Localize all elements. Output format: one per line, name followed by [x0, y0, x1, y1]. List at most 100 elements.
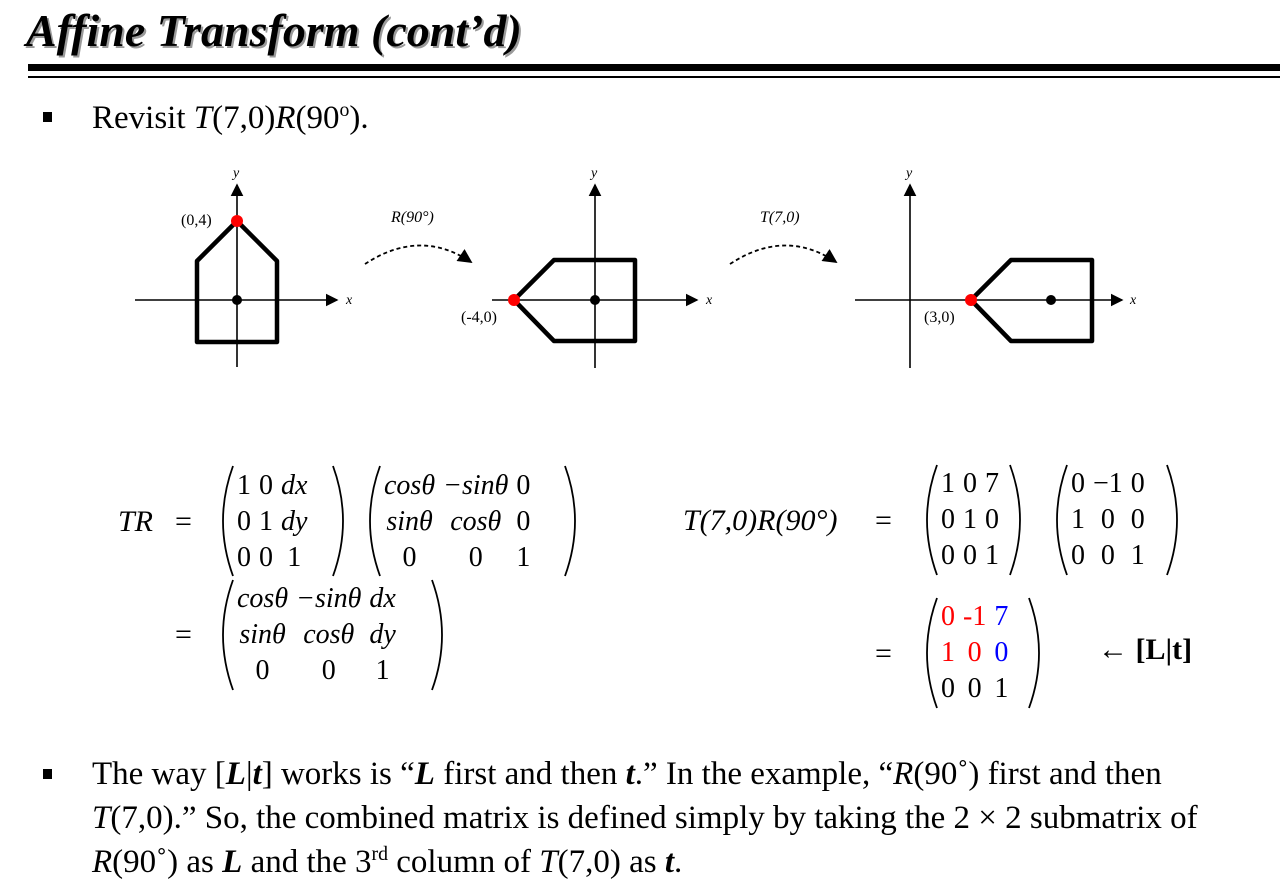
title-rule-thick [28, 64, 1280, 71]
slide-title: Affine Transform (cont’d) [26, 5, 522, 56]
matrix-cell: 0 [1071, 468, 1085, 499]
matrix-cell: 0 [1130, 504, 1145, 535]
house-shape [194, 218, 280, 345]
matrix-cell: 1 [994, 673, 1009, 704]
matrix-cell: dy [281, 506, 308, 537]
equation-lhs: T(7,0)R(90°) [683, 504, 838, 537]
highlight-point [231, 215, 243, 227]
bullet-text-segment: ˚ [156, 844, 168, 880]
equals-sign: = [175, 505, 192, 538]
matrix-cell: 0 [259, 542, 273, 573]
matrix-cell-linear: 0 [967, 637, 982, 668]
bullet-explanation: The way [L|t] works is “L first and then… [92, 752, 1262, 884]
bullet-text-segment: ) first and then [968, 756, 1162, 792]
matrix-cell-linear: -1 [963, 601, 987, 632]
matrix-cell: 0 [402, 542, 417, 573]
axis-label-y: y [231, 166, 240, 181]
center-dot [590, 295, 600, 305]
matrix-cell: 0 [941, 540, 955, 571]
transform-arrow-translate [729, 244, 838, 265]
matrix-parentheses [222, 464, 1178, 709]
bullet-text-segment: The way [ [92, 756, 226, 792]
axis-label-x: x [1129, 293, 1137, 308]
matrix-cell-translation: 7 [994, 601, 1009, 632]
matrix-cell: 1 [287, 542, 302, 573]
matrix-cell: 1 [985, 540, 999, 571]
bullet-text-segment: . [674, 844, 683, 880]
matrix-cell: sinθ [386, 506, 433, 537]
center-dot [1046, 295, 1056, 305]
bullet-text-segment: and the 3 [242, 844, 372, 880]
matrix-cell: 1 [237, 470, 251, 501]
bullet-text-segment: L [414, 756, 435, 792]
matrix-cell: dx [369, 583, 396, 614]
point-label: (3,0) [924, 309, 955, 326]
equation-lhs: TR [118, 505, 154, 538]
axis-label-x: x [705, 293, 713, 308]
matrix-cell: 0 [255, 655, 270, 686]
matrix-cell: 0 [967, 673, 982, 704]
matrix-cell: 7 [985, 468, 999, 499]
axis-label-y: y [589, 166, 598, 181]
matrix-cell: cosθ [450, 506, 502, 537]
house-shape [968, 257, 1095, 344]
matrix-cell: 0 [941, 673, 955, 704]
matrix-cell: sinθ [239, 619, 286, 650]
bullet-text-segment: L [222, 844, 243, 880]
bullet-text-segment: (7,0) [212, 100, 276, 136]
bullet-text-segment: (7,0).” So, the combined matrix is defin… [110, 800, 1198, 836]
equals-sign: = [175, 618, 192, 651]
matrix-cell: cosθ [384, 470, 436, 501]
bullet-text-segment: R [92, 844, 113, 880]
bullet-text-segment: R [275, 100, 296, 136]
bullet-text-segment: t [664, 844, 675, 880]
matrix-cell: −sinθ [443, 470, 509, 501]
bullet-text-segment: (90 [295, 100, 340, 136]
matrix-cell: 0 [516, 506, 531, 537]
transform-arrow-rotate [364, 244, 473, 265]
bullet-text-segment: Revisit [92, 100, 194, 136]
matrix-cell: 0 [516, 470, 531, 501]
bullet-text-segment: (90 [112, 844, 157, 880]
matrix-cell: 0 [985, 504, 999, 535]
point-label: (-4,0) [461, 309, 497, 326]
matrix-cell: cosθ [303, 619, 355, 650]
transform-label-rotate: R(90°) [390, 209, 434, 226]
bullet-text-segment: T [92, 800, 111, 836]
bullet-text-segment: | [245, 756, 253, 792]
bullet-revisit: Revisit T(7,0)R(90o). [92, 96, 369, 140]
matrix-cell: 0 [259, 470, 273, 501]
matrix-cell: 0 [468, 542, 483, 573]
transform-label-translate: T(7,0) [760, 209, 800, 226]
matrix-cell: dy [369, 619, 396, 650]
panel-translated: x y (3,0) [855, 166, 1137, 368]
matrix-cell: −sinθ [296, 583, 362, 614]
matrix-cell: 0 [963, 468, 977, 499]
matrix-cell: dx [281, 470, 308, 501]
bullet-marker [43, 769, 52, 779]
matrix-cell: 0 [321, 655, 336, 686]
panel-original: x y (0,4) [135, 166, 353, 367]
bullet-text-segment: column of [388, 844, 540, 880]
matrix-cell: cosθ [237, 583, 289, 614]
matrix-cell: 0 [237, 542, 251, 573]
bullet-text-segment: R [893, 756, 914, 792]
equals-sign: = [875, 637, 892, 670]
matrix-cell: 1 [1130, 540, 1145, 571]
bullet-text-segment: (7,0) as [557, 844, 665, 880]
axis-label-y: y [904, 166, 913, 181]
highlight-point [508, 294, 520, 306]
matrix-cell-linear: 1 [941, 637, 955, 668]
matrix-cell: 1 [941, 468, 955, 499]
equals-sign: = [875, 504, 892, 537]
house-shape [511, 257, 638, 344]
matrix-cell: 1 [1071, 504, 1085, 535]
matrix-cell: 0 [941, 504, 955, 535]
bullet-text-segment: first and then [434, 756, 626, 792]
